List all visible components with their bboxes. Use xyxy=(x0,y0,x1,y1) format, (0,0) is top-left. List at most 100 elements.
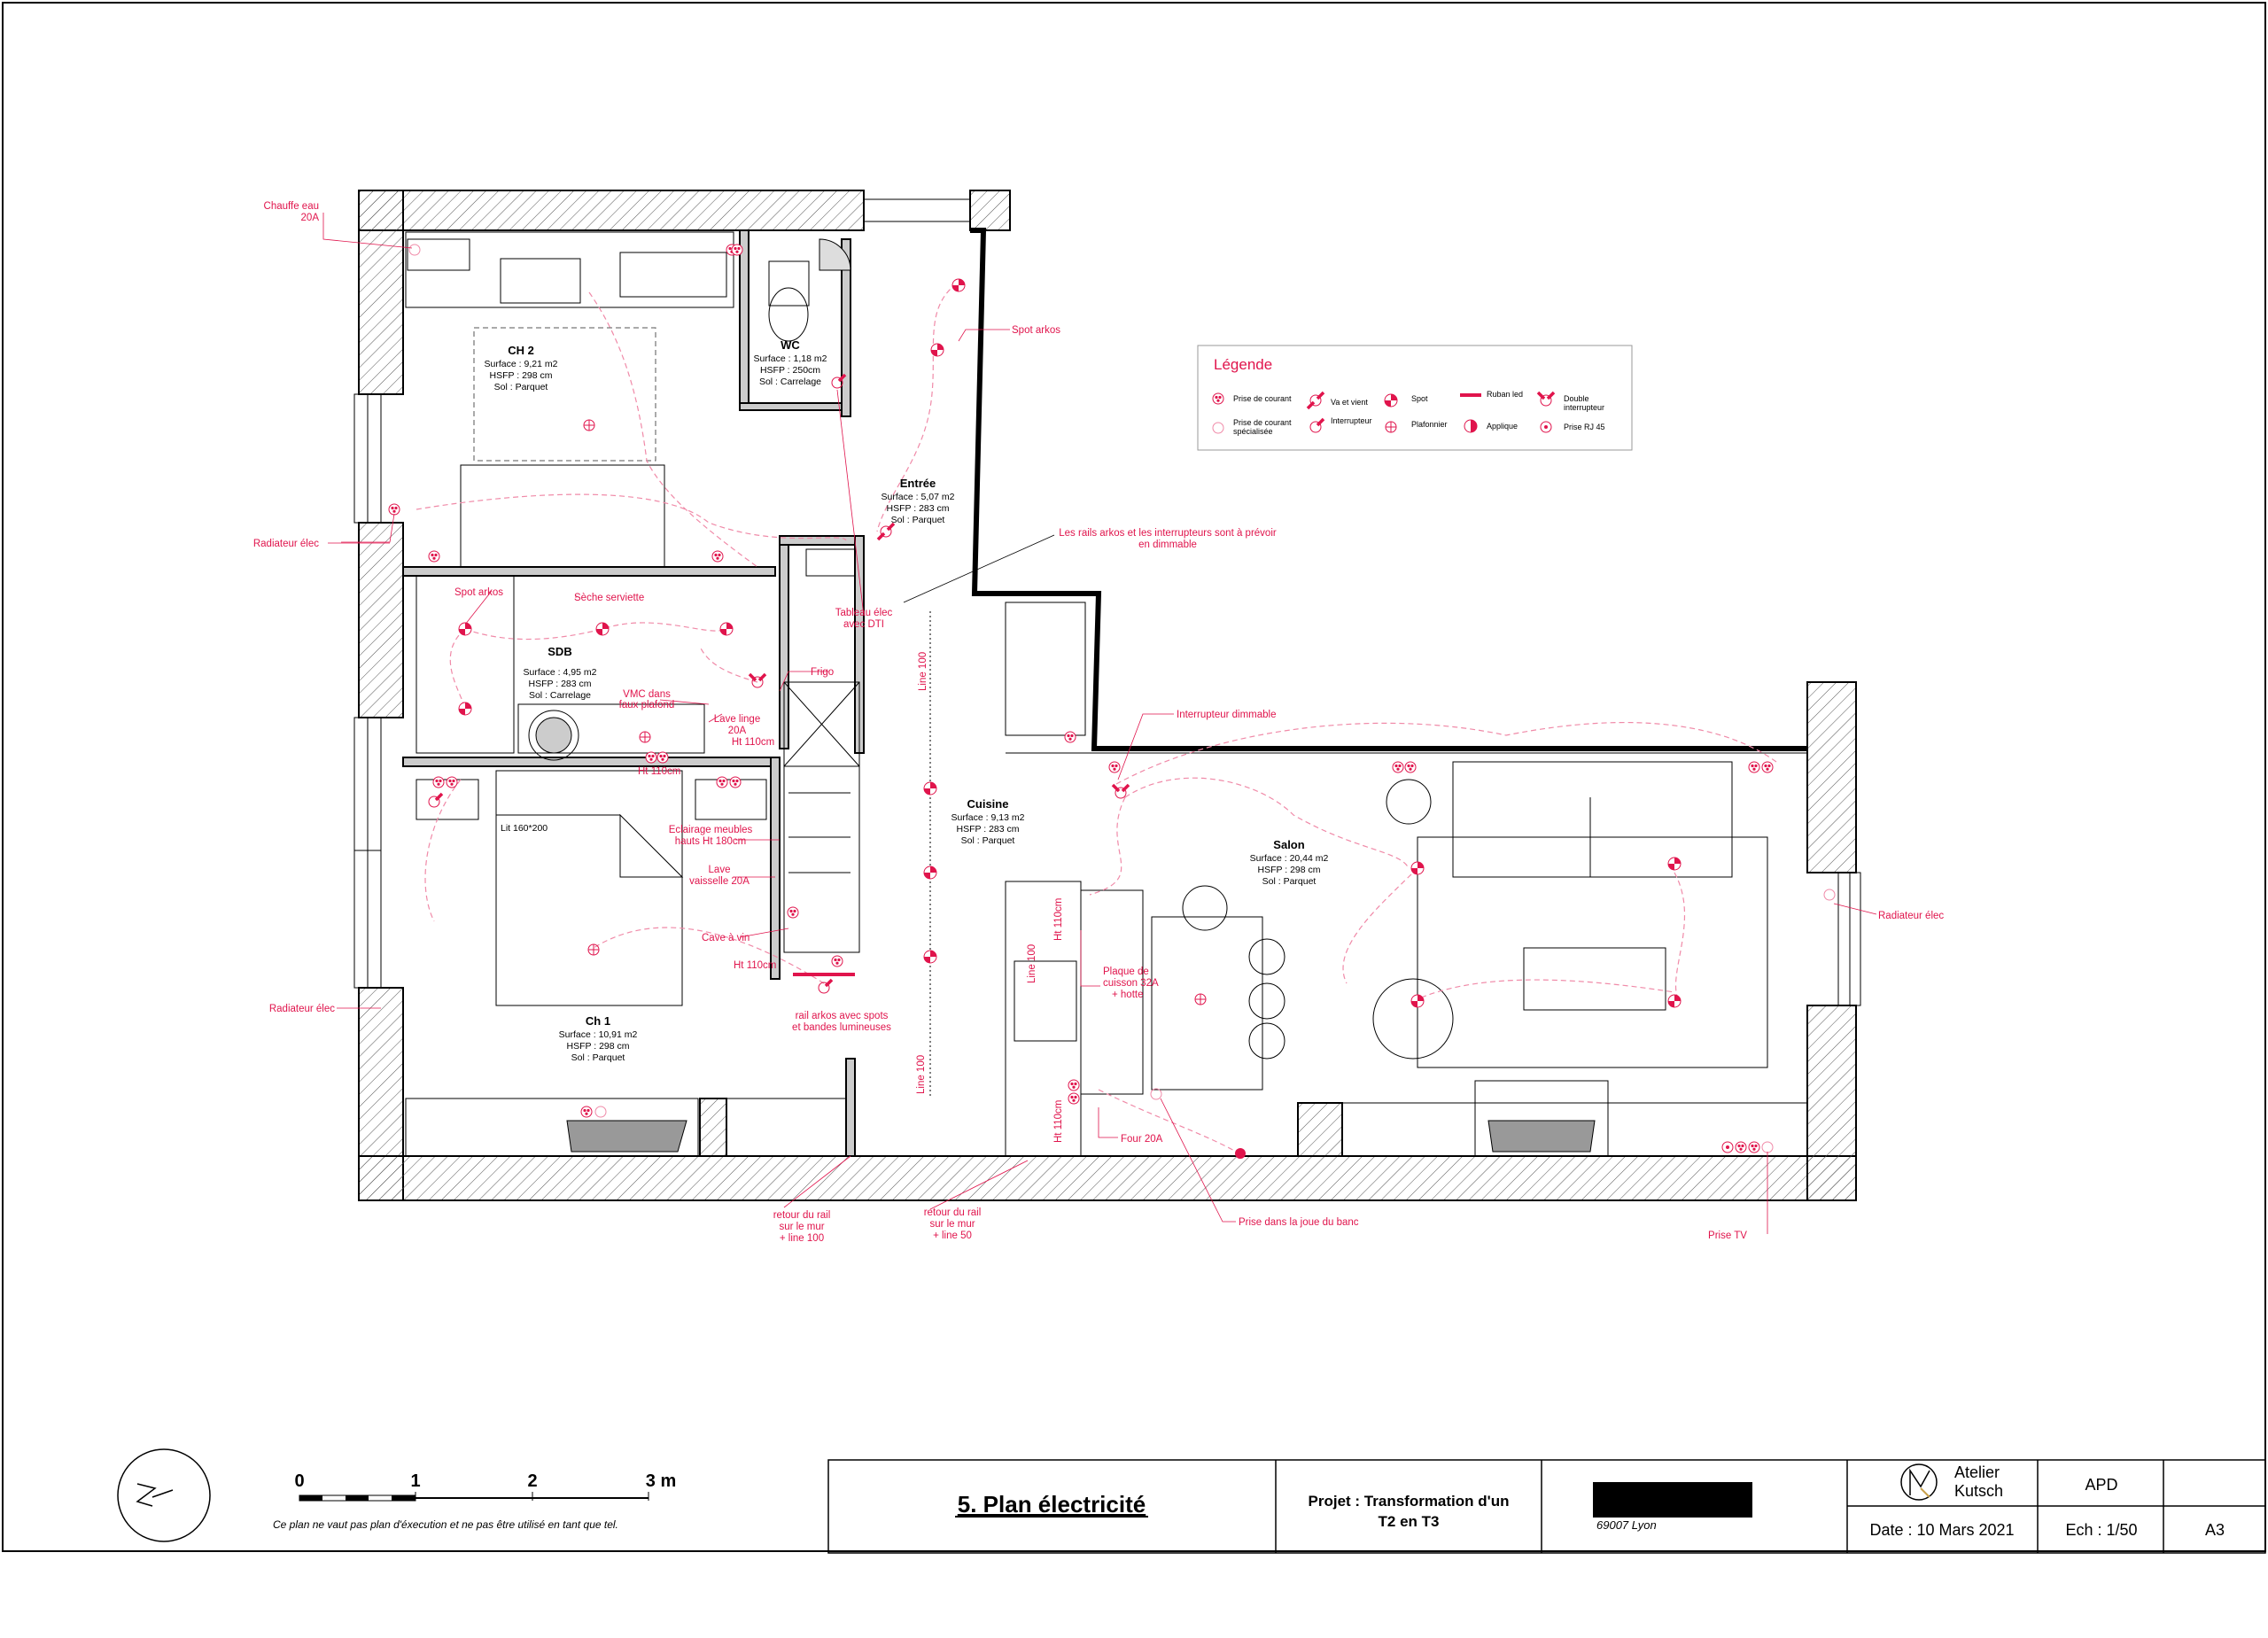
room-cuisine-surface: Surface : 9,13 m2 xyxy=(951,812,1025,823)
room-ch1-sol: Sol : Parquet xyxy=(571,1052,625,1063)
legend-prise-spe-2: spécialisée xyxy=(1233,427,1273,436)
legend-rj45: Prise RJ 45 xyxy=(1564,423,1605,431)
note-ht-110-sdb: Ht 110cm xyxy=(638,766,680,777)
room-wc-sol: Sol : Carrelage xyxy=(759,377,821,387)
legend: Légende Prise de courant Prise de couran… xyxy=(1197,345,1633,451)
legend-double: Double xyxy=(1564,394,1589,403)
note-interrupteur-dimmable: Interrupteur dimmable xyxy=(1177,710,1277,720)
windows xyxy=(353,198,1861,1006)
bed-label: Lit 160*200 xyxy=(501,823,548,834)
note-rail-arkos-2: et bandes lumineuses xyxy=(792,1022,891,1033)
legend-title: Légende xyxy=(1214,356,1272,373)
legend-va-et-vient: Va et vient xyxy=(1331,398,1368,407)
note-plaque-2: cuisson 32A xyxy=(1103,978,1159,989)
room-ch2-title: CH 2 xyxy=(508,344,534,357)
exterior-walls xyxy=(358,190,1857,1201)
note-four: Four 20A xyxy=(1121,1134,1163,1145)
room-ch1-surface: Surface : 10,91 m2 xyxy=(559,1029,638,1040)
scale-label-1: 1 xyxy=(410,1471,420,1491)
note-vmc-2: faux plafond xyxy=(619,700,675,710)
note-tableau-elec: Tableau élec xyxy=(835,608,893,618)
title-block-text: 5. Plan électricité Projet : Transformat… xyxy=(955,1463,2225,1539)
note-retour-rail-2c: + line 50 xyxy=(933,1230,972,1241)
paper-format: A3 xyxy=(2205,1521,2225,1539)
note-plaque-3: + hotte xyxy=(1112,990,1144,1000)
note-lave-vaisselle-2: vaisselle 20A xyxy=(689,876,750,887)
note-retour-rail-1: retour du rail xyxy=(773,1210,831,1221)
room-cuisine-sol: Sol : Parquet xyxy=(961,835,1015,846)
firm-name-2: Kutsch xyxy=(1954,1482,2003,1500)
room-cuisine-hsfp: HSFP : 283 cm xyxy=(957,824,1020,835)
room-ch2-sol: Sol : Parquet xyxy=(494,382,548,392)
note-rails-dimmable-2: en dimmable xyxy=(1138,540,1197,550)
room-ch1-hsfp: HSFP : 298 cm xyxy=(567,1041,630,1052)
phase-label: APD xyxy=(2085,1476,2117,1494)
scale-label-0: 0 xyxy=(294,1471,304,1491)
room-entree-surface: Surface : 5,07 m2 xyxy=(882,492,955,502)
room-cuisine-title: Cuisine xyxy=(967,797,1009,811)
room-sdb-hsfp: HSFP : 283 cm xyxy=(529,679,592,689)
note-lave-vaisselle: Lave xyxy=(709,865,731,875)
room-salon-surface: Surface : 20,44 m2 xyxy=(1250,853,1329,864)
note-retour-rail-2: retour du rail xyxy=(924,1207,982,1218)
legend-interrupteur: Interrupteur xyxy=(1331,416,1372,425)
room-ch2-surface: Surface : 9,21 m2 xyxy=(485,359,558,369)
room-labels: CH 2 Surface : 9,21 m2 HSFP : 298 cm Sol… xyxy=(485,338,1329,1063)
note-retour-rail-1c: + line 100 xyxy=(780,1233,824,1244)
scale-label-3: 3 m xyxy=(646,1471,676,1491)
legend-prise: Prise de courant xyxy=(1233,394,1292,403)
legend-ruban: Ruban led xyxy=(1487,390,1523,399)
room-wc-surface: Surface : 1,18 m2 xyxy=(754,353,827,364)
firm-name: Atelier xyxy=(1954,1463,2000,1481)
note-vmc: VMC dans xyxy=(623,689,671,700)
project-title: Projet : Transformation d'un xyxy=(1309,1493,1510,1510)
note-ht-110-k1: Ht 110cm xyxy=(1053,898,1064,941)
note-prise-banc: Prise dans la joue du banc xyxy=(1239,1217,1359,1228)
note-chauffe-eau-amp: 20A xyxy=(301,213,320,223)
room-entree-sol: Sol : Parquet xyxy=(891,515,945,525)
scale-ratio: Ech : 1/50 xyxy=(2065,1521,2137,1539)
note-tableau-dti: avec DTI xyxy=(843,619,884,630)
note-ht-110-k2: Ht 110cm xyxy=(1053,1100,1064,1143)
room-salon-title: Salon xyxy=(1273,838,1304,851)
note-radiateur-left-1: Radiateur élec xyxy=(253,539,319,549)
note-seche-serviette: Sèche serviette xyxy=(574,593,644,603)
note-line-100-a: Line 100 xyxy=(918,652,928,691)
room-wc-title: WC xyxy=(781,338,800,352)
note-prise-tv: Prise TV xyxy=(1708,1230,1747,1241)
project-address: 69007 Lyon xyxy=(1596,1518,1657,1532)
legend-prise-spe: Prise de courant xyxy=(1233,418,1292,427)
room-entree-hsfp: HSFP : 283 cm xyxy=(887,503,950,514)
scale-label-2: 2 xyxy=(527,1471,537,1491)
room-ch1-title: Ch 1 xyxy=(586,1014,610,1028)
note-lave-linge-amp: 20A xyxy=(728,726,747,736)
note-radiateur-left-2: Radiateur élec xyxy=(269,1004,335,1014)
note-line-100-b: Line 100 xyxy=(916,1055,927,1094)
date-label: Date : 10 Mars 2021 xyxy=(1869,1521,2014,1539)
room-ch2-hsfp: HSFP : 298 cm xyxy=(490,370,553,381)
legend-spot: Spot xyxy=(1411,394,1428,403)
room-sdb-surface: Surface : 4,95 m2 xyxy=(524,667,597,678)
note-frigo: Frigo xyxy=(811,667,834,678)
firm-logo xyxy=(1900,1463,1938,1501)
note-retour-rail-1b: sur le mur xyxy=(779,1222,824,1232)
legend-plafonnier: Plafonnier xyxy=(1411,420,1448,429)
project-title-2: T2 en T3 xyxy=(1379,1513,1440,1530)
interior-walls xyxy=(402,228,1807,1157)
room-wc-hsfp: HSFP : 250cm xyxy=(760,365,820,376)
room-entree-title: Entrée xyxy=(900,477,936,490)
room-sdb-title: SDB xyxy=(548,645,571,658)
north-arrow xyxy=(117,1448,211,1542)
legend-applique: Applique xyxy=(1487,422,1518,431)
